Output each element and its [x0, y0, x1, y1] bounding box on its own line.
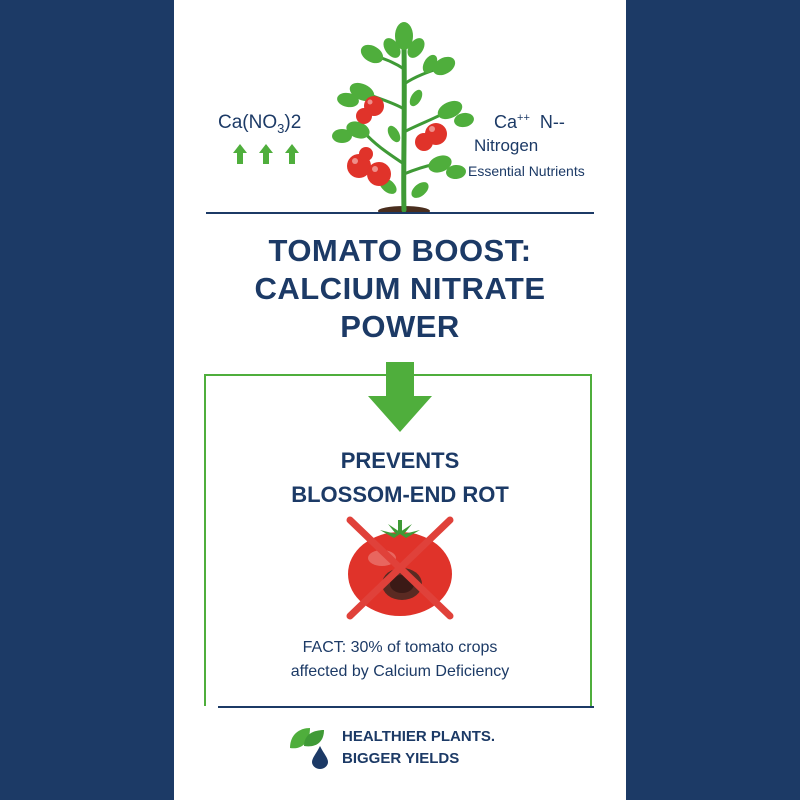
fact-line-2: affected by Calcium Deficiency — [290, 663, 510, 680]
formula-close: ) — [284, 112, 291, 133]
leaf-droplet-icon — [290, 728, 328, 769]
up-arrow-icon — [285, 144, 299, 164]
fact-text: FACT: 30% of tomato crops affected by Ca… — [174, 636, 626, 684]
benefit-line-1: PREVENTS — [340, 448, 460, 473]
infographic-panel: Ca(NO3)2 Ca++ N-- Nitrogen Essential Nut… — [174, 0, 626, 800]
ion-labels: Ca++ N-- — [494, 112, 565, 133]
bottom-divider — [218, 706, 594, 708]
formula-main: Ca(NO — [218, 112, 278, 133]
up-arrow-icon — [259, 144, 273, 164]
essential-nutrients-label: Essential Nutrients — [468, 163, 585, 179]
fact-line-1: FACT: 30% of tomato crops — [302, 639, 498, 656]
up-arrow-icons — [233, 144, 299, 164]
tomato-plant-icon — [332, 22, 474, 214]
page-title: TOMATO BOOST: CALCIUM NITRATE POWER — [174, 232, 626, 346]
calcium-charge: ++ — [517, 112, 530, 124]
benefit-heading: PREVENTS BLOSSOM-END ROT — [174, 444, 626, 512]
up-arrow-icon — [233, 144, 247, 164]
nitrogen-label: Nitrogen — [474, 136, 539, 155]
title-line-3: POWER — [340, 309, 460, 344]
footer-line-2: BIGGER YIELDS — [342, 750, 460, 767]
benefit-line-2: BLOSSOM-END ROT — [291, 482, 509, 507]
formula-suffix: 2 — [290, 112, 302, 133]
chemical-formula: Ca(NO3)2 — [218, 112, 301, 136]
title-line-2: CALCIUM NITRATE — [254, 271, 546, 306]
title-line-1: TOMATO BOOST: — [268, 233, 532, 268]
formula-subscript: 3 — [277, 120, 285, 136]
crossed-out-tomato-icon — [346, 516, 454, 620]
nitrate-ion: N-- — [539, 112, 565, 132]
footer-line-1: HEALTHIER PLANTS. — [342, 728, 496, 745]
top-divider — [206, 212, 594, 214]
down-arrow-icon — [368, 362, 432, 432]
calcium-ion: Ca — [494, 112, 518, 132]
footer-tagline: HEALTHIER PLANTS. BIGGER YIELDS — [342, 726, 495, 770]
